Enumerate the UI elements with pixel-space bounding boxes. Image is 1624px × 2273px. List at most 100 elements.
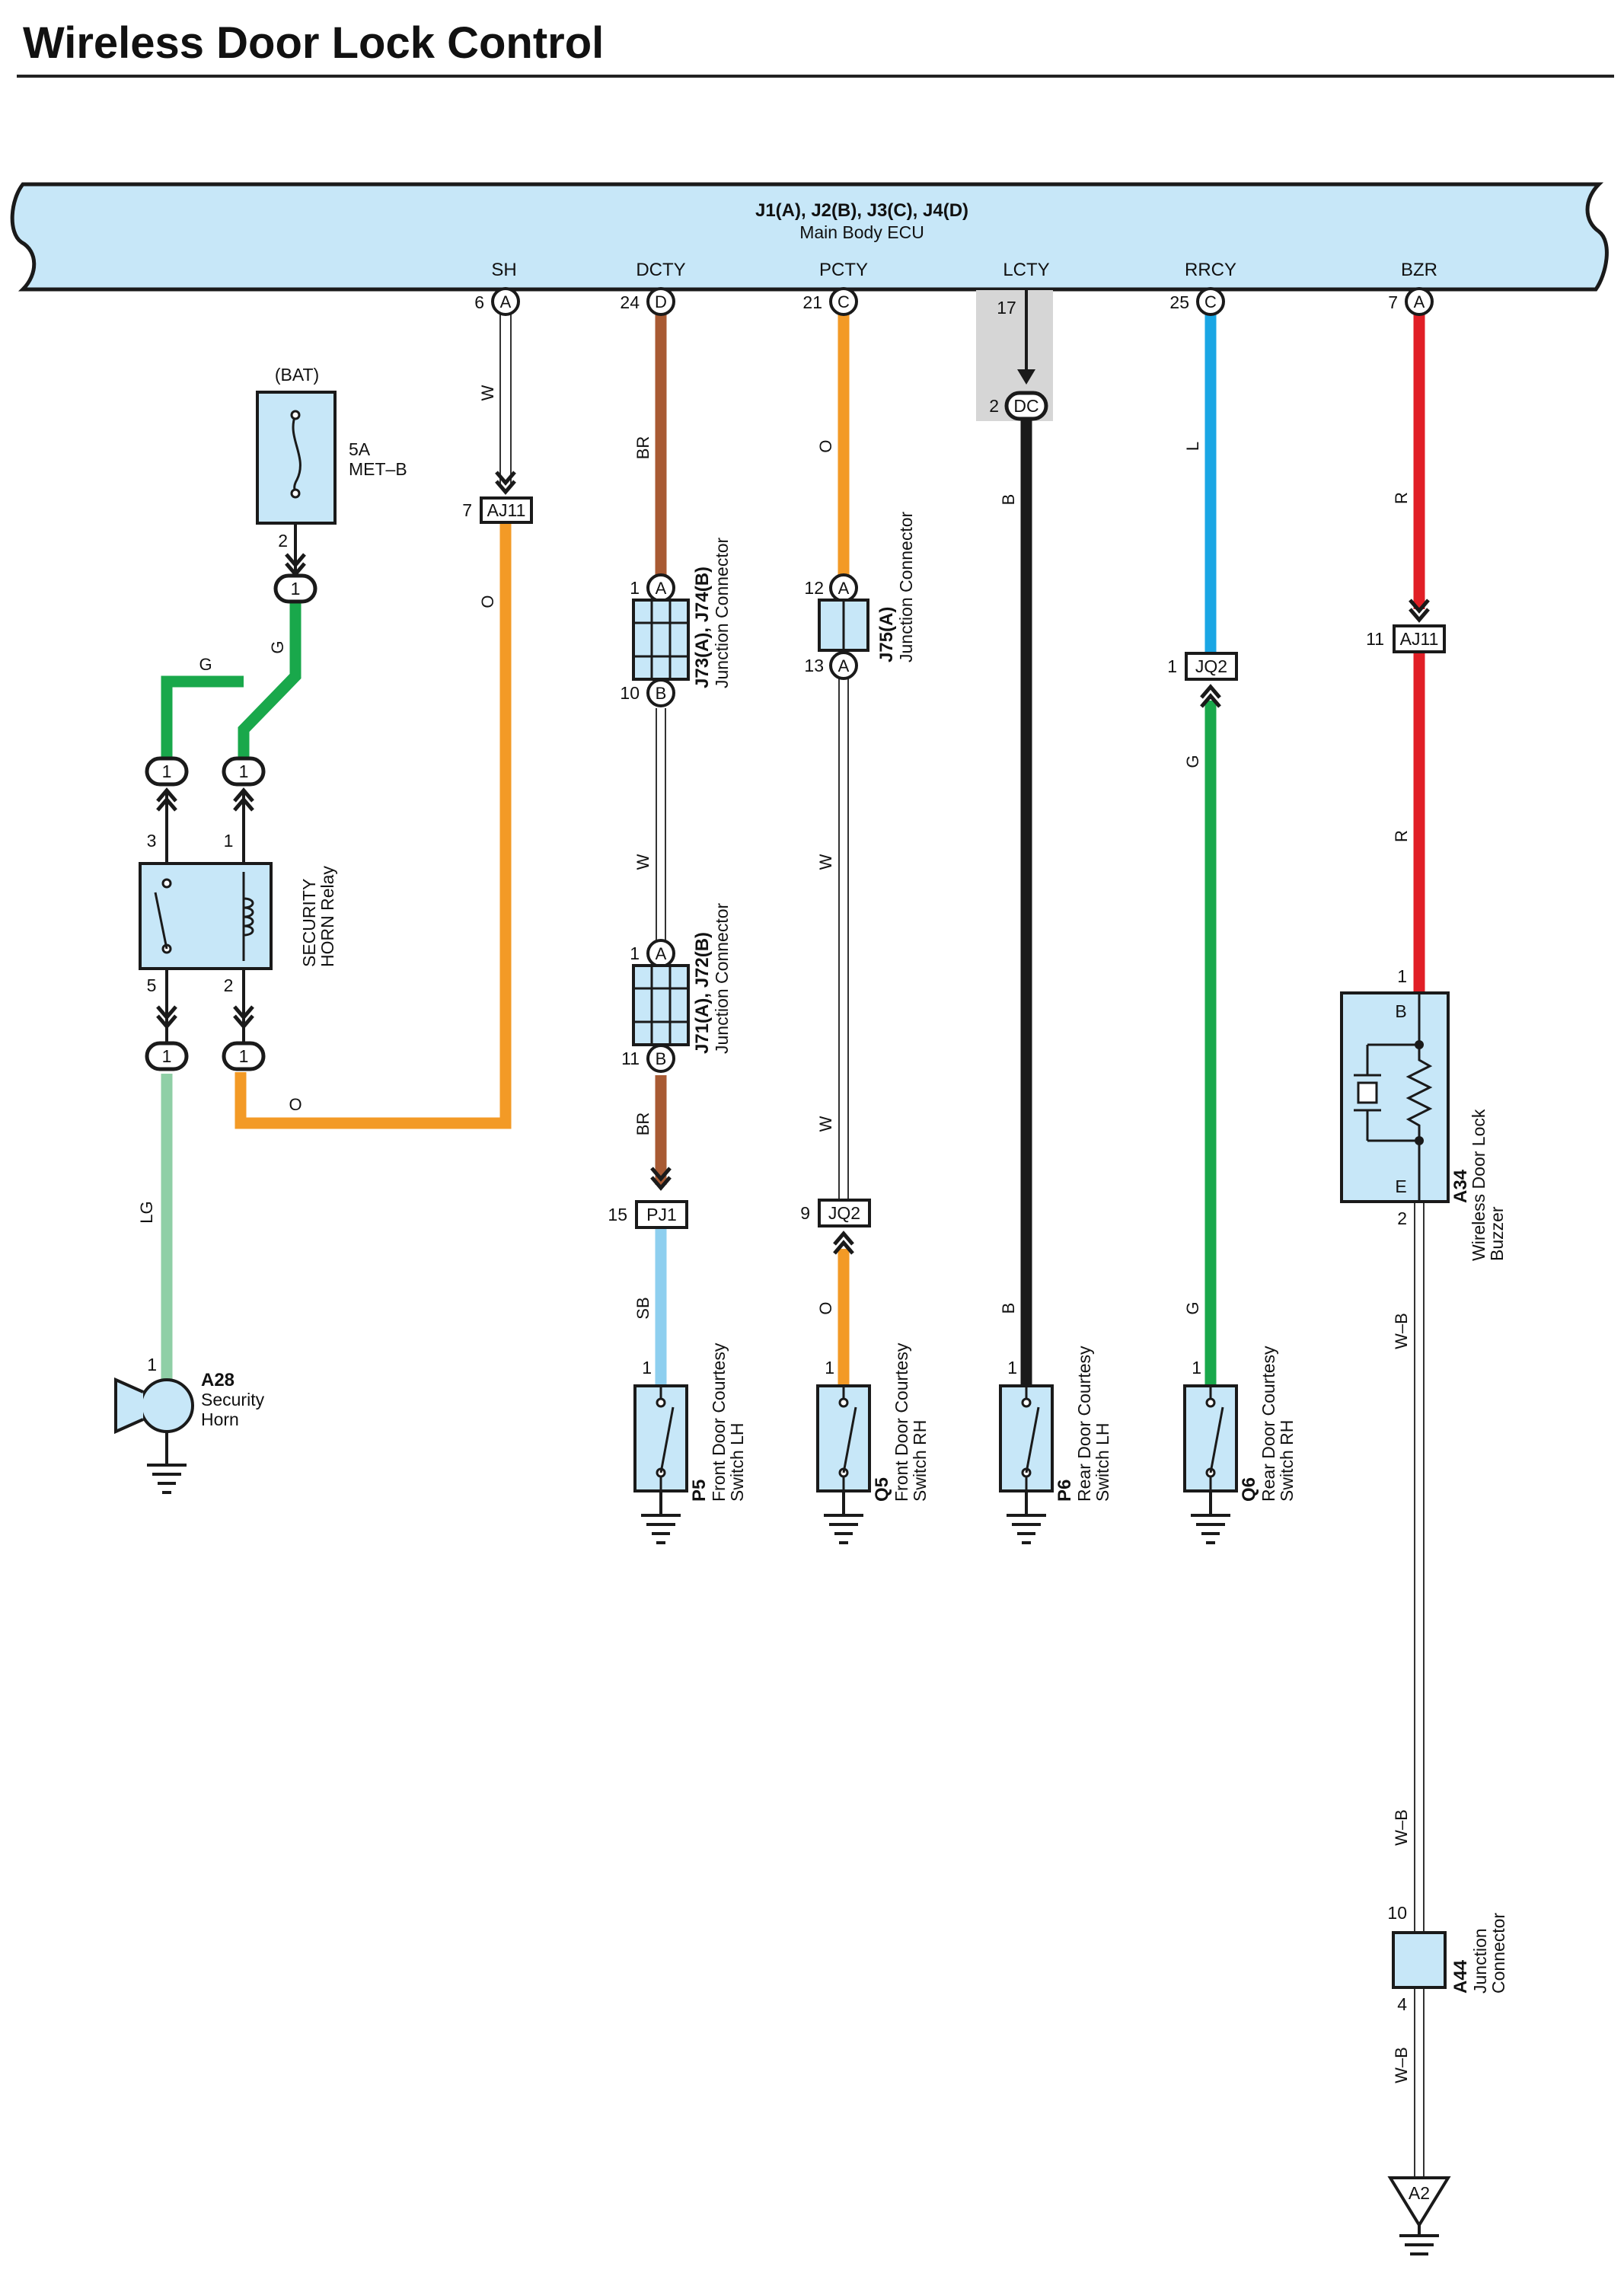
j73-code: J73(A), J74(B): [692, 567, 713, 688]
fuse-name: MET–B: [349, 459, 407, 479]
wire-label-g-rrcy-2: G: [1183, 1301, 1202, 1314]
a44-pin-bottom: 4: [1397, 1994, 1407, 2014]
svg-text:21: 21: [802, 292, 822, 312]
wire-label-r-1: R: [1392, 492, 1411, 504]
jq2-pcty-connector: [818, 1199, 871, 1227]
ecu-name: Main Body ECU: [799, 222, 924, 242]
ecu-pin-lcty: 17: [997, 298, 1016, 318]
dc-connector: [1004, 391, 1048, 421]
p6-ground-icon: [1007, 1491, 1046, 1544]
p5-name-1: Front Door Courtesy: [709, 1342, 729, 1502]
svg-text:2: 2: [989, 396, 999, 416]
ecu-signal-rrcy: RRCY: [1185, 260, 1236, 280]
svg-text:1: 1: [239, 761, 249, 781]
wire-label-wb-2: W–B: [1392, 1809, 1411, 1846]
wire-sh-white: [499, 312, 512, 487]
wire-orange-horn: [235, 524, 512, 1129]
ecu-terminal-sh: A 6: [474, 287, 520, 316]
svg-text:JQ2: JQ2: [828, 1203, 860, 1223]
svg-text:C: C: [838, 292, 850, 311]
wire-label-br-2: BR: [633, 1113, 652, 1136]
a44-name-2: Connector: [1488, 1913, 1508, 1994]
pj1-arrow: [650, 1167, 672, 1191]
ecu-terminal-bzr: A 7: [1388, 287, 1434, 316]
relay-connector-1-top: 1: [222, 756, 266, 812]
svg-text:A: A: [656, 579, 667, 598]
svg-text:PJ1: PJ1: [646, 1205, 677, 1224]
svg-text:D: D: [655, 292, 667, 311]
svg-text:B: B: [656, 684, 667, 703]
svg-text:DC: DC: [1013, 396, 1039, 416]
relay-pin3: 3: [147, 831, 157, 851]
a34-pin-bottom: 2: [1397, 1208, 1407, 1228]
fuse-source: (BAT): [275, 365, 319, 385]
svg-text:1: 1: [630, 578, 640, 598]
relay-connector-5-bottom: 1: [145, 1005, 189, 1071]
wire-green-relay3: [161, 675, 244, 761]
q6-ground-icon: [1191, 1491, 1230, 1544]
wire-wb: [1414, 1203, 1425, 2178]
wire-label-w-pcty-1: W: [816, 854, 835, 870]
svg-text:1: 1: [239, 1046, 249, 1066]
a28-name-1: Security: [201, 1390, 265, 1409]
wire-label-r-2: R: [1392, 830, 1411, 842]
svg-text:12: 12: [804, 578, 824, 598]
p5-pin: 1: [642, 1358, 652, 1378]
svg-text:C: C: [1204, 292, 1217, 311]
j71-connector: A 1 B 11: [621, 939, 690, 1073]
q5-code: Q5: [872, 1477, 892, 1502]
p6-pin: 1: [1007, 1358, 1017, 1378]
q5-name-2: Switch RH: [910, 1420, 930, 1502]
pj1-connector: [635, 1200, 688, 1229]
wire-dcty-white: [656, 708, 666, 941]
wire-label-b-1: B: [999, 494, 1018, 506]
a44-code: A44: [1450, 1959, 1471, 1994]
svg-text:A: A: [1414, 292, 1425, 311]
relay-connector-3-top: 1: [145, 756, 189, 812]
svg-text:7: 7: [1388, 292, 1398, 312]
p5-switch-icon: [633, 1384, 688, 1492]
lcty-arrow: [1017, 369, 1035, 385]
wire-label-wb-1: W–B: [1392, 1313, 1411, 1349]
a34-name-2: Buzzer: [1487, 1206, 1507, 1261]
relay-name-1: SECURITY: [299, 879, 319, 967]
a34-pin-top: 1: [1397, 966, 1407, 986]
fuse-pin: 2: [278, 531, 288, 551]
relay-coil-icon: [242, 872, 254, 961]
j73-connector: A 1 B 10: [620, 573, 690, 707]
svg-text:13: 13: [804, 656, 824, 675]
svg-text:1: 1: [162, 1046, 172, 1066]
q5-pin: 1: [825, 1358, 834, 1378]
relay-pin1: 1: [224, 831, 234, 851]
svg-text:A: A: [500, 292, 512, 311]
relay-pin5: 5: [147, 975, 157, 995]
svg-text:A: A: [838, 656, 850, 675]
aj11-bzr-connector: [1393, 624, 1446, 653]
a44-name-1: Junction: [1470, 1928, 1490, 1994]
wire-label-o-pcty-2: O: [816, 1301, 835, 1314]
a28-pin: 1: [147, 1355, 157, 1374]
svg-text:JQ2: JQ2: [1195, 656, 1227, 676]
wire-label-lg: LG: [137, 1201, 156, 1223]
q6-pin: 1: [1192, 1358, 1201, 1378]
wire-pcty-white: [838, 673, 849, 1200]
ecu-terminal-pcty: C 21: [802, 287, 858, 316]
a28-name-2: Horn: [201, 1409, 239, 1429]
q5-switch-icon: [816, 1384, 871, 1492]
main-body-ecu: [10, 182, 1609, 292]
svg-text:25: 25: [1169, 292, 1189, 312]
aj11-bzr-arrow: [1409, 599, 1430, 623]
ecu-signal-sh: SH: [491, 260, 516, 280]
svg-text:1: 1: [1167, 656, 1177, 676]
wire-label-w-sh: W: [478, 385, 497, 401]
a28-code: A28: [201, 1370, 235, 1390]
wire-label-l: L: [1183, 442, 1202, 451]
j71-code: J71(A), J72(B): [692, 932, 713, 1054]
p6-name-1: Rear Door Courtesy: [1074, 1346, 1094, 1502]
ecu-signal-bzr: BZR: [1401, 260, 1437, 280]
horn-icon: [114, 1377, 194, 1435]
svg-text:AJ11: AJ11: [487, 500, 526, 520]
p6-switch-icon: [999, 1384, 1054, 1492]
svg-text:10: 10: [620, 683, 640, 703]
jq2-rrcy-connector: [1185, 652, 1238, 681]
